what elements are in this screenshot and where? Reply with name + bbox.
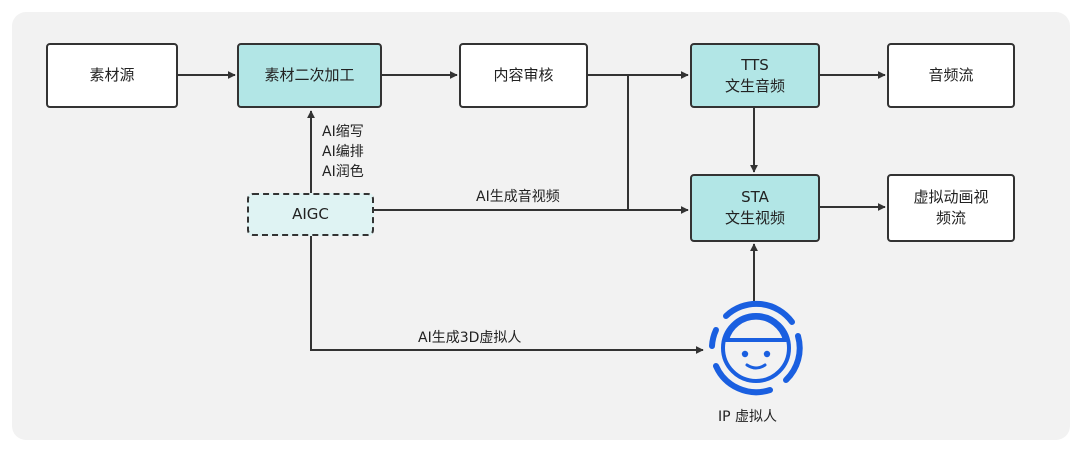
sta-subtitle: 文生视频 xyxy=(724,209,785,227)
processing-label: 素材二次加工 xyxy=(264,66,355,84)
aigc-node: AIGC xyxy=(247,193,374,236)
source-label: 素材源 xyxy=(89,66,135,84)
ai-abbrev-label: AI缩写 xyxy=(322,124,364,140)
aigc-label: AIGC xyxy=(292,205,329,223)
audio-stream-label: 音频流 xyxy=(928,66,974,84)
ip-avatar-label: IP 虚拟人 xyxy=(718,409,778,425)
arrow-aigc-to-avatar xyxy=(310,229,704,354)
robot-face-icon xyxy=(709,300,803,396)
tts-node: TTS 文生音频 xyxy=(690,43,820,108)
ai-av-label: AI生成音视频 xyxy=(476,189,560,205)
source-node: 素材源 xyxy=(46,43,178,108)
review-label: 内容审核 xyxy=(493,66,554,84)
audio-stream-node: 音频流 xyxy=(887,43,1015,108)
processing-node: 素材二次加工 xyxy=(237,43,382,108)
virtual-stream-node: 虚拟动画视频流 xyxy=(887,174,1015,242)
sta-title: STA xyxy=(741,188,769,206)
tts-subtitle: 文生音频 xyxy=(724,76,785,95)
sta-node: STA 文生视频 xyxy=(690,174,820,242)
ai-tools-labels: AI缩写 AI编排 AI润色 xyxy=(322,122,364,182)
ai-3d-label: AI生成3D虚拟人 xyxy=(418,330,522,346)
ai-layout-label: AI编排 xyxy=(322,144,364,160)
tts-title: TTS xyxy=(741,55,769,74)
review-node: 内容审核 xyxy=(459,43,588,108)
virtual-stream-label: 虚拟动画视频流 xyxy=(913,188,989,227)
ai-polish-label: AI润色 xyxy=(322,164,364,180)
